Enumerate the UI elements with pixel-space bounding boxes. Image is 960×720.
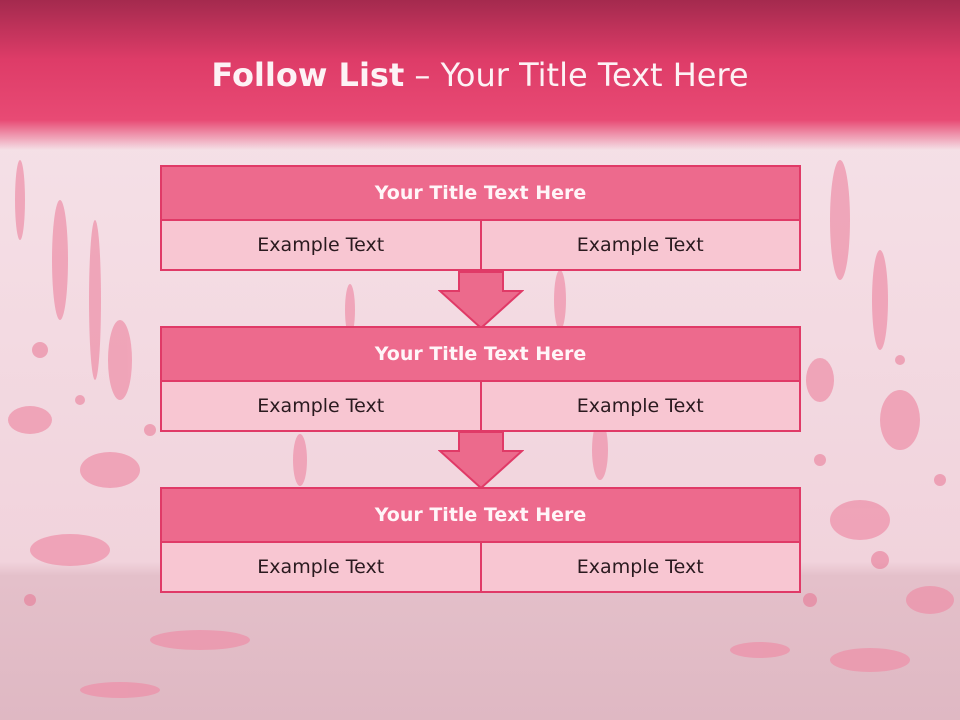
block-row: Example Text Example Text — [160, 221, 801, 271]
slide-title: Follow List – Your Title Text Here — [0, 56, 960, 94]
block-title[interactable]: Your Title Text Here — [160, 487, 801, 543]
list-block-2: Your Title Text Here Example Text Exampl… — [160, 326, 801, 432]
down-arrow-icon — [438, 271, 524, 329]
down-arrow-icon — [438, 431, 524, 489]
block-cell-right[interactable]: Example Text — [479, 221, 799, 269]
title-bar — [0, 0, 960, 150]
slide-title-bold: Follow List — [211, 56, 405, 94]
block-title[interactable]: Your Title Text Here — [160, 165, 801, 221]
block-row: Example Text Example Text — [160, 382, 801, 432]
block-cell-left[interactable]: Example Text — [162, 221, 480, 269]
block-cell-right[interactable]: Example Text — [479, 382, 799, 430]
block-row: Example Text Example Text — [160, 543, 801, 593]
block-cell-right[interactable]: Example Text — [479, 543, 799, 591]
slide-title-rest: – Your Title Text Here — [404, 56, 749, 94]
block-title[interactable]: Your Title Text Here — [160, 326, 801, 382]
list-block-3: Your Title Text Here Example Text Exampl… — [160, 487, 801, 593]
list-block-1: Your Title Text Here Example Text Exampl… — [160, 165, 801, 271]
block-cell-left[interactable]: Example Text — [162, 543, 480, 591]
block-cell-left[interactable]: Example Text — [162, 382, 480, 430]
